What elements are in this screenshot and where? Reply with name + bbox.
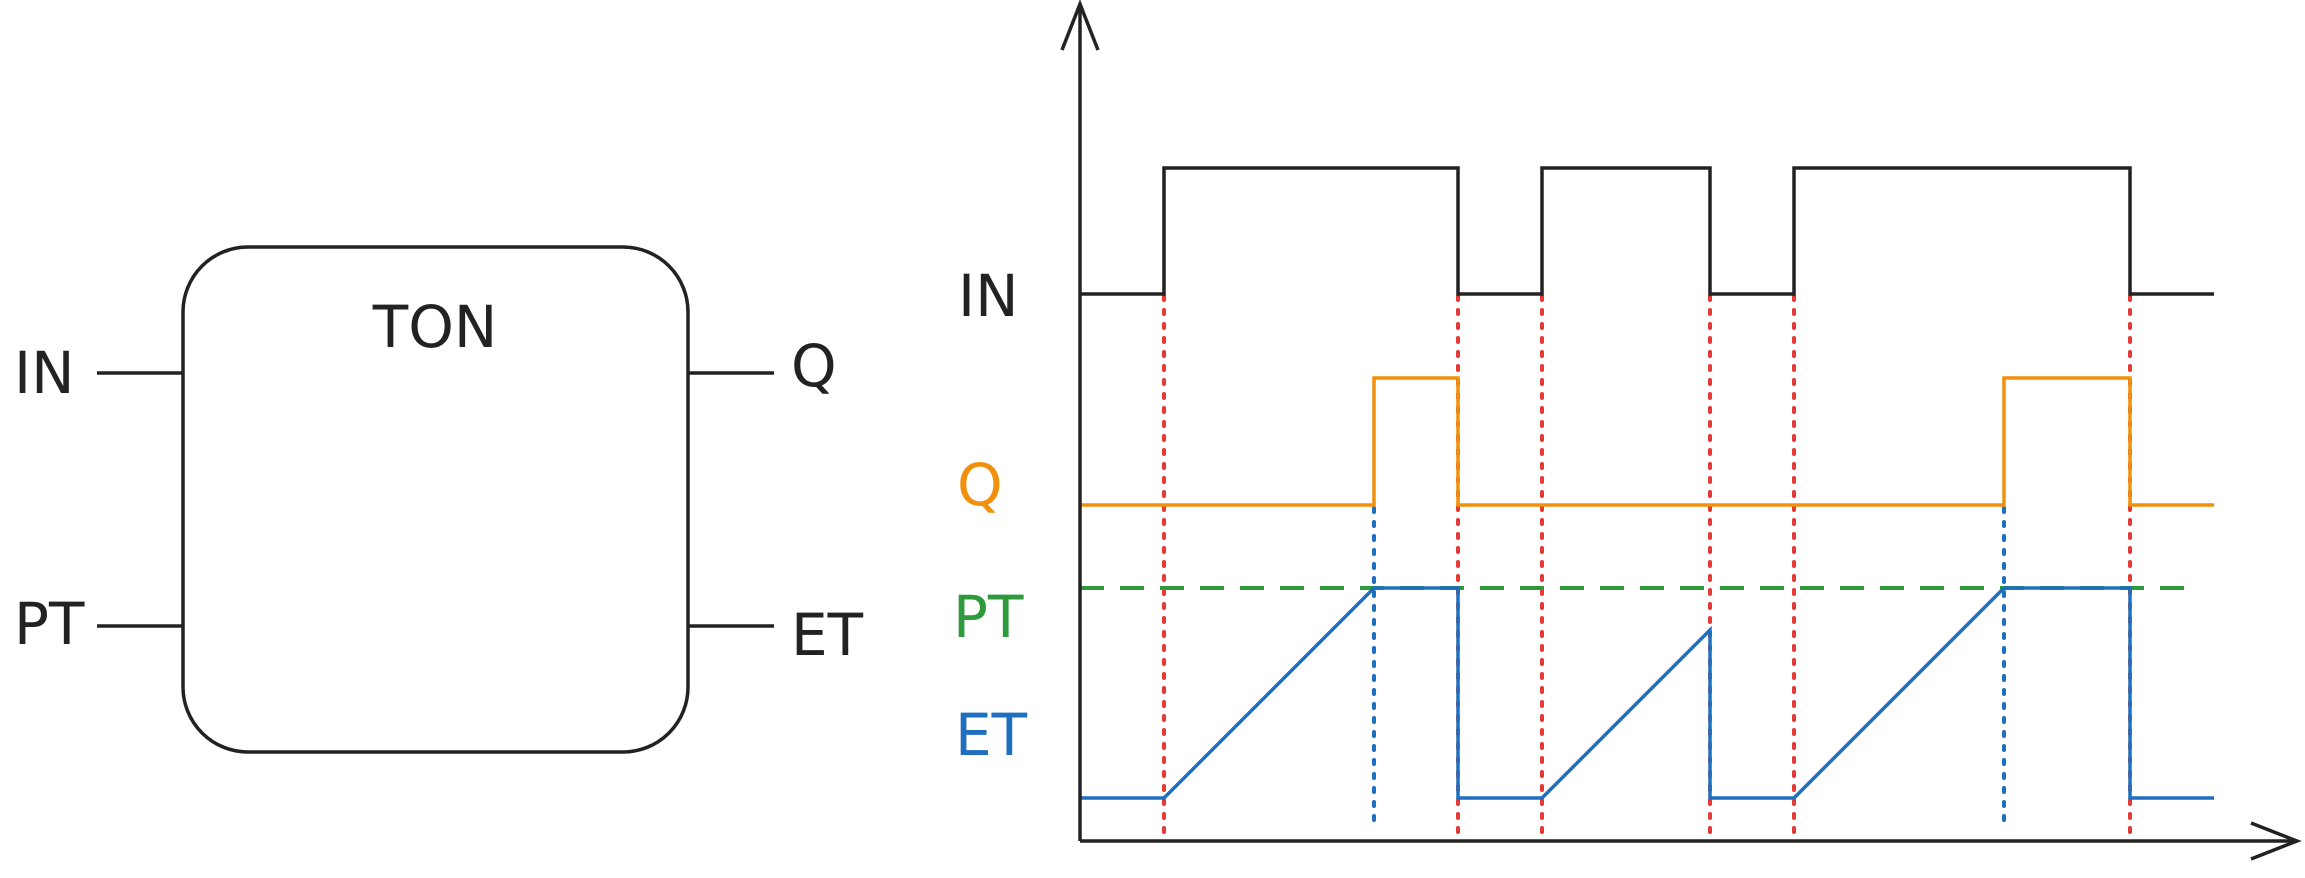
pin-in-label: IN [14, 339, 75, 407]
pin-et-label: ET [791, 601, 864, 669]
pin-pt-label: PT [14, 590, 85, 658]
q-signal-label: Q [957, 451, 1003, 519]
block-body [181, 245, 690, 754]
pt-signal-label: PT [953, 583, 1024, 651]
y-axis-arrow-icon [1060, 0, 1100, 51]
timing-chart: IN Q PT ET [953, 0, 2302, 861]
in-signal-trace [1080, 166, 2214, 296]
et-signal-label: ET [955, 701, 1028, 769]
axes [1060, 0, 2302, 861]
pin-q-label: Q [791, 332, 837, 400]
q-signal-trace [1080, 376, 2214, 507]
event-markers [1162, 294, 2132, 840]
et-signal-trace [1080, 586, 2214, 800]
ton-function-block: TON IN PT Q ET [14, 245, 864, 754]
in-signal-label: IN [958, 262, 1019, 330]
x-axis-arrow-icon [2250, 821, 2302, 861]
block-title: TON [372, 293, 497, 361]
